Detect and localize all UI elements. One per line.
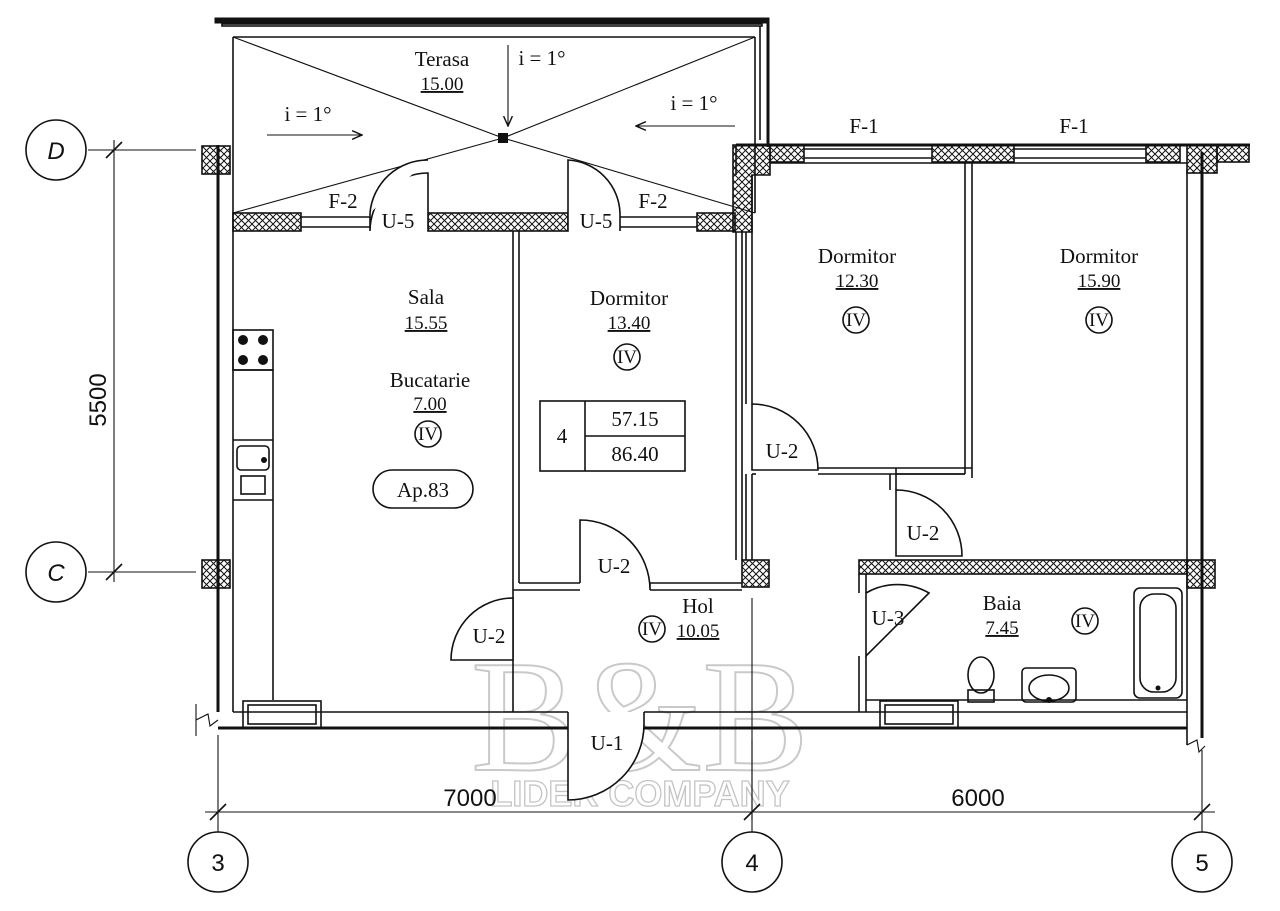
- room-area-sala: 15.55: [405, 313, 448, 334]
- room-name-sala: Sala: [408, 285, 445, 309]
- terrace: Terasa 15.00 i = 1° i = 1° i = 1°: [214, 17, 770, 214]
- window-label-f2-left: F-2: [328, 189, 357, 213]
- dimensions: 5500 7000 6000 D C 3 4 5: [25, 119, 1233, 893]
- summary-total-area: 86.40: [611, 442, 658, 466]
- door-label-u2-sala: U-2: [473, 624, 506, 648]
- room-area-terasa: 15.00: [421, 74, 464, 95]
- door-label-u2-dormitor1: U-2: [598, 554, 631, 578]
- watermark: B&B LIDER COMPANY: [470, 626, 810, 815]
- slope-left: i = 1°: [284, 102, 331, 126]
- category-mark-text-dormitor-1: IV: [617, 347, 637, 368]
- window-label-f1-left: F-1: [849, 114, 878, 138]
- summary-living-area: 57.15: [611, 407, 658, 431]
- summary-rooms-count: 4: [557, 424, 568, 448]
- door-label-u2-dormitor3: U-2: [907, 521, 940, 545]
- room-area-baia: 7.45: [985, 618, 1018, 639]
- category-mark-bucatarie: [414, 420, 442, 448]
- apartment-number: Ap.83: [397, 478, 449, 502]
- axis-bubble-5: [1171, 831, 1233, 893]
- window-label-f1-right: F-1: [1059, 114, 1088, 138]
- axis-label-c: C: [47, 560, 65, 587]
- room-name-bucatarie: Bucatarie: [390, 368, 470, 392]
- slope-right: i = 1°: [670, 91, 717, 115]
- room-area-dormitor-1: 13.40: [608, 313, 651, 334]
- category-mark-dormitor-2: [842, 306, 870, 334]
- axis-bubble-c: [25, 541, 87, 603]
- room-name-dormitor-1: Dormitor: [590, 286, 668, 310]
- room-area-hol: 10.05: [677, 621, 720, 642]
- category-mark-dormitor-1: [613, 343, 641, 371]
- apartment-number-badge: [372, 469, 474, 509]
- dimension-vertical: 5500: [85, 373, 112, 426]
- room-area-dormitor-3: 15.90: [1078, 271, 1121, 292]
- category-mark-text-bucatarie: IV: [418, 424, 438, 445]
- door-label-u5-left: U-5: [382, 209, 415, 233]
- axis-bubble-3: [187, 831, 249, 893]
- room-name-baia: Baia: [983, 591, 1022, 615]
- dimension-bottom-right: 6000: [951, 785, 1004, 812]
- room-area-bucatarie: 7.00: [413, 394, 446, 415]
- exterior-walls: [195, 143, 1250, 754]
- door-label-u2-dormitor2: U-2: [766, 439, 799, 463]
- door-label-u3: U-3: [872, 606, 905, 630]
- category-mark-text-dormitor-2: IV: [846, 310, 866, 331]
- dimension-bottom-left: 7000: [443, 785, 496, 812]
- slope-center: i = 1°: [518, 46, 565, 70]
- room-name-hol: Hol: [682, 594, 714, 618]
- room-area-dormitor-2: 12.30: [836, 271, 879, 292]
- category-mark-hol: [638, 615, 666, 643]
- room-name-terasa: Terasa: [415, 47, 470, 71]
- interior-walls: [232, 163, 1188, 820]
- axis-bubble-d: [25, 119, 87, 181]
- window-label-f2-right: F-2: [638, 189, 667, 213]
- category-mark-baia: [1071, 607, 1099, 635]
- category-mark-text-baia: IV: [1075, 611, 1095, 632]
- category-mark-text-hol: IV: [642, 619, 662, 640]
- axis-bubble-4: [721, 831, 783, 893]
- axis-label-4: 4: [745, 850, 758, 877]
- watermark-company: LIDER COMPANY: [490, 773, 789, 814]
- axis-label-3: 3: [211, 850, 224, 877]
- room-name-dormitor-3: Dormitor: [1060, 244, 1138, 268]
- door-label-u1: U-1: [591, 731, 624, 755]
- category-mark-dormitor-3: [1085, 306, 1113, 334]
- labels: F-2 F-2 F-1 F-1 U-5 U-5 U-2 U-2 U-2 U-2 …: [328, 114, 1138, 755]
- axis-label-d: D: [47, 138, 64, 165]
- axis-label-5: 5: [1195, 850, 1208, 877]
- door-label-u5-right: U-5: [580, 209, 613, 233]
- room-name-dormitor-2: Dormitor: [818, 244, 896, 268]
- doors: [369, 159, 1183, 801]
- category-mark-text-dormitor-3: IV: [1089, 310, 1109, 331]
